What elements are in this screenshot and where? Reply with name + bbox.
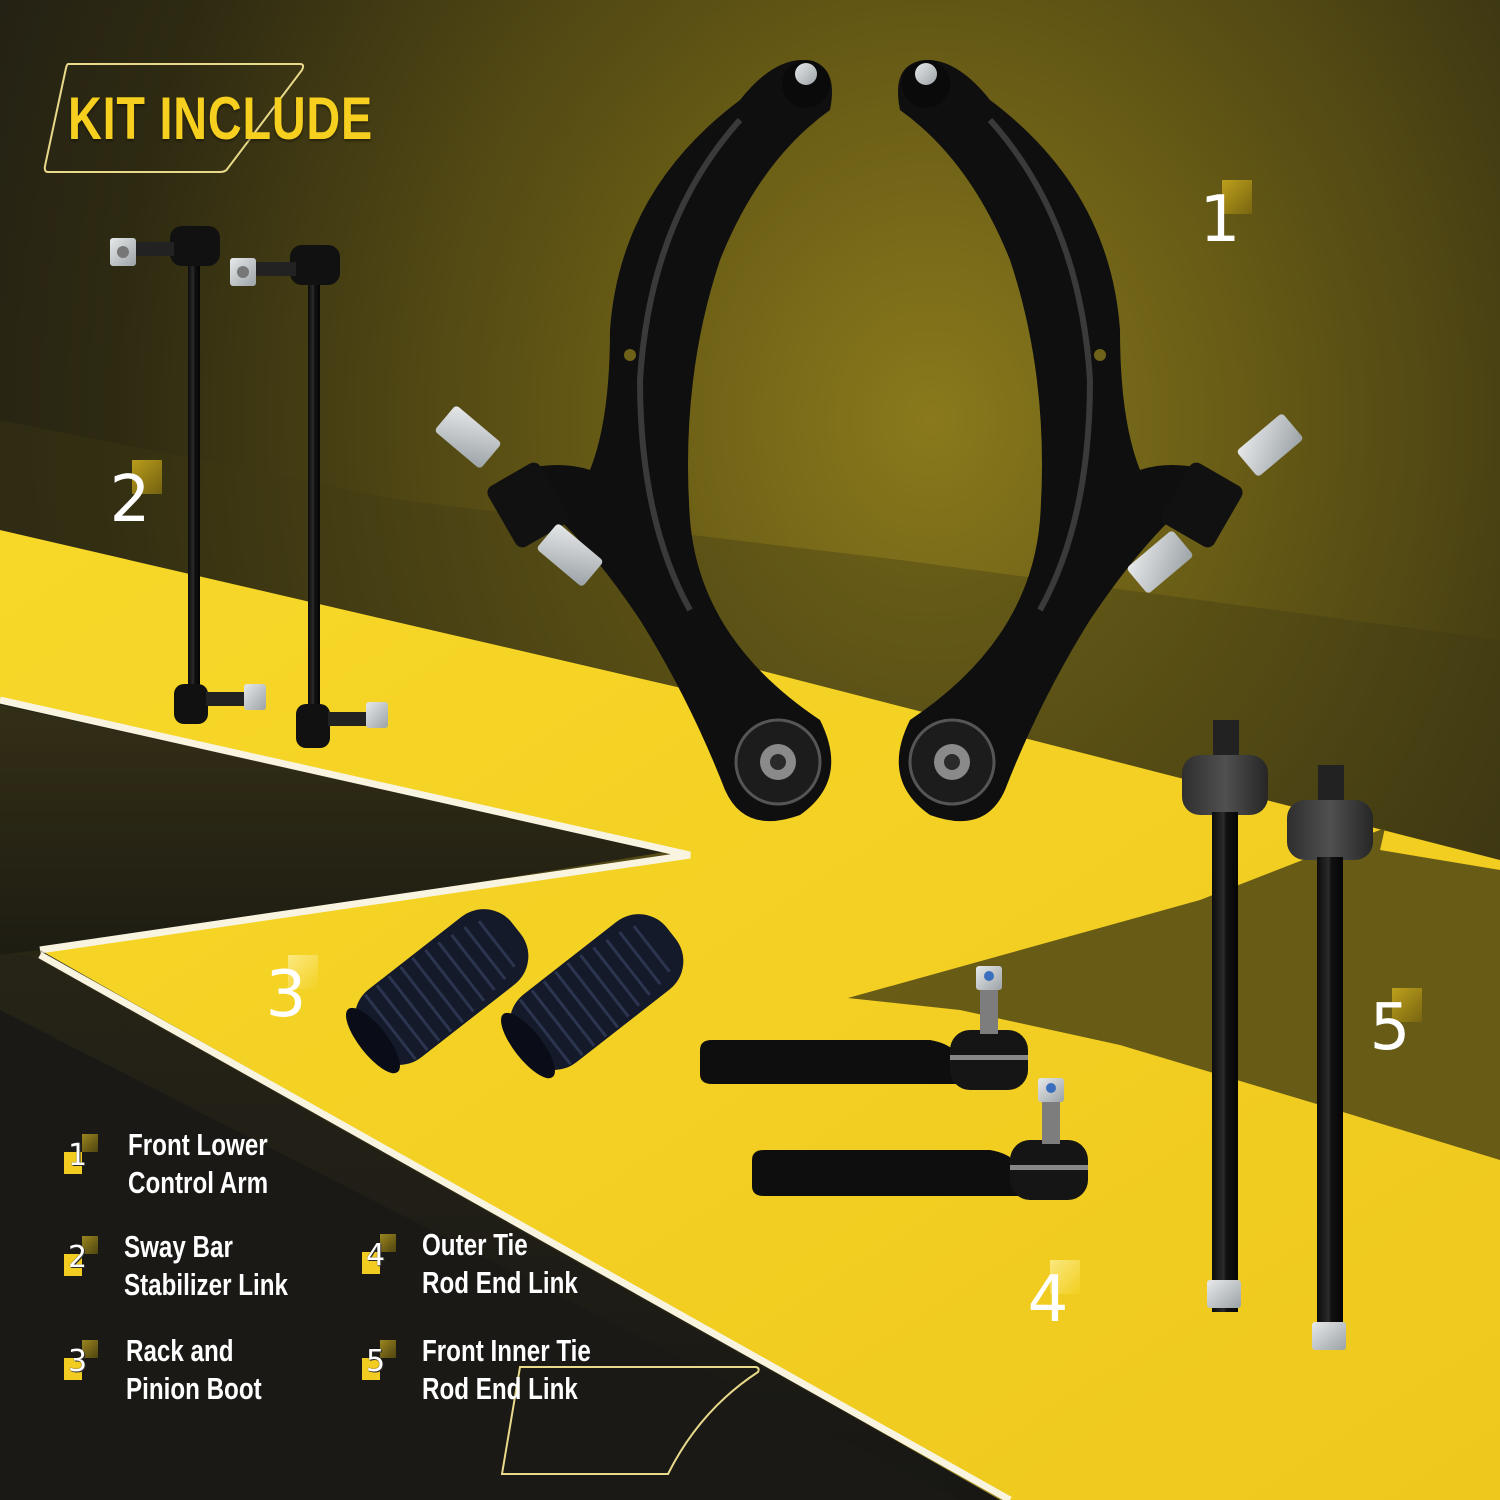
- callout-1: 1: [1192, 180, 1252, 260]
- legend-number-badge: 3: [64, 1340, 98, 1384]
- callout-square-icon: [132, 460, 162, 494]
- legend-item-5: 5 Front Inner Tie Rod End Link: [362, 1332, 638, 1408]
- callout-square-icon: [1392, 988, 1422, 1022]
- callout-4: 4: [1020, 1260, 1080, 1340]
- control-arm-right: [898, 60, 1303, 822]
- legend-number-badge: 2: [64, 1236, 98, 1280]
- legend-label: Sway Bar Stabilizer Link: [124, 1229, 288, 1302]
- callout-square-icon: [1222, 180, 1252, 214]
- legend-label: Outer Tie Rod End Link: [422, 1227, 578, 1300]
- legend-item-1: 1 Front Lower Control Arm: [64, 1126, 308, 1202]
- yellow-band: [0, 530, 1500, 1500]
- zigzag-white-edge: [0, 696, 691, 954]
- sway-bar-link-left: [110, 226, 266, 724]
- outer-tie-rod-end-lower: [752, 1078, 1088, 1200]
- outer-tie-rod-end-upper: [700, 966, 1028, 1090]
- inner-tie-rod-right: [1287, 765, 1373, 1350]
- legend-label: Front Lower Control Arm: [128, 1127, 269, 1200]
- legend-label: Front Inner Tie Rod End Link: [422, 1333, 591, 1406]
- callout-square-icon: [1050, 1260, 1080, 1294]
- legend-label: Rack and Pinion Boot: [126, 1333, 262, 1406]
- legend-number-badge: 1: [64, 1134, 98, 1178]
- page-title: KIT INCLUDE: [68, 85, 373, 152]
- kit-include-title-block: KIT INCLUDE: [46, 62, 372, 172]
- legend-item-2: 2 Sway Bar Stabilizer Link: [64, 1228, 334, 1304]
- inner-tie-rod-left: [1182, 720, 1268, 1312]
- legend-number-badge: 4: [362, 1234, 396, 1278]
- legend-item-3: 3 Rack and Pinion Boot: [64, 1332, 300, 1408]
- legend-item-4: 4 Outer Tie Rod End Link: [362, 1226, 622, 1302]
- rack-pinion-boot-right: [501, 914, 684, 1079]
- rack-pinion-boot-left: [346, 909, 529, 1074]
- callout-5: 5: [1362, 988, 1422, 1068]
- callout-2: 2: [102, 460, 162, 540]
- legend-number-badge: 5: [362, 1340, 396, 1384]
- callout-3: 3: [258, 955, 318, 1035]
- control-arm-left: [435, 60, 832, 822]
- bottom-decor-outline: [500, 1366, 760, 1475]
- callout-square-icon: [288, 955, 318, 989]
- title-frame: [43, 63, 305, 173]
- sway-bar-link-right: [230, 245, 388, 748]
